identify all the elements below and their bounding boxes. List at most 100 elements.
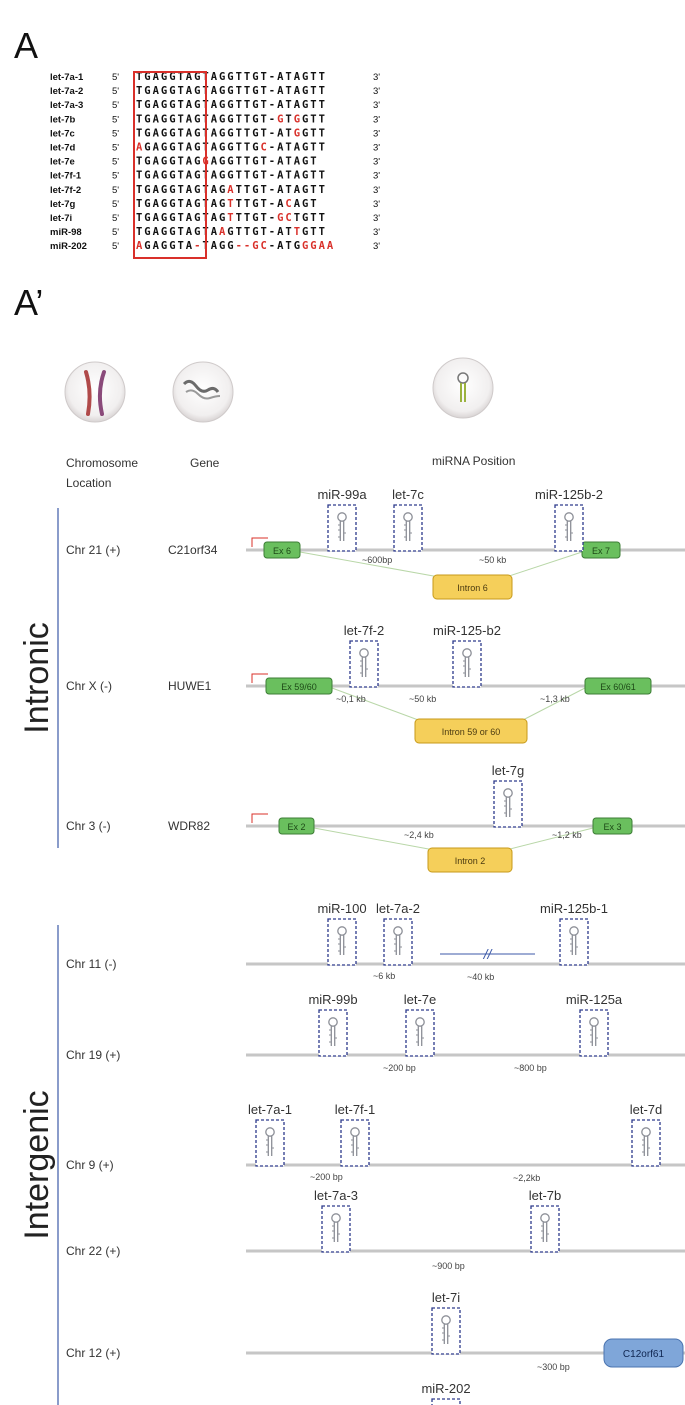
mirna-label: miR-125-b2 — [433, 623, 501, 638]
three-prime-end: 3' — [373, 100, 380, 111]
mirna-label: let-7d — [630, 1102, 663, 1117]
intron-connector — [520, 687, 586, 722]
mirna-locus: let-7f-2 — [344, 623, 384, 688]
mirna-label: miR-100 — [317, 901, 366, 916]
mirna-label: let-7b — [529, 1188, 562, 1203]
mirna-locus: miR-100 — [317, 901, 367, 966]
mirna-label: let-7f-2 — [344, 623, 384, 638]
exon-label: Ex 7 — [592, 546, 610, 556]
three-prime-end: 3' — [373, 143, 380, 154]
neighbor-gene-label: C12orf61 — [623, 1349, 665, 1360]
mirna-name: let-7b — [50, 114, 76, 125]
header-gene: Gene — [190, 456, 220, 470]
five-prime-end: 5' — [112, 143, 119, 154]
distance-label: ~900 bp — [432, 1261, 465, 1271]
exon-box: Ex 60/61 — [584, 677, 652, 695]
distance-label: ~50 kb — [409, 694, 436, 704]
mirna-label: let-7a-2 — [376, 901, 420, 916]
mirna-name: let-7a-3 — [50, 100, 83, 111]
mirna-locus: miR-99a — [317, 487, 367, 552]
mirna-name: miR-98 — [50, 227, 82, 238]
exon-label: Ex 60/61 — [600, 682, 636, 692]
seed-region-box — [133, 71, 207, 259]
mirna-label: let-7e — [404, 992, 437, 1007]
exon-box: Ex 2 — [278, 817, 315, 835]
intron-connector — [331, 687, 422, 722]
gene-name: C21orf34 — [168, 543, 218, 557]
gene-icon — [172, 361, 234, 423]
mirna-name: let-7f-1 — [50, 171, 82, 182]
distance-label: ~200 bp — [383, 1063, 416, 1073]
three-prime-end: 3' — [373, 241, 380, 252]
exon-label: Ex 59/60 — [281, 682, 317, 692]
distance-label: ~1,3 kb — [540, 694, 570, 704]
distance-label: ~600bp — [362, 555, 392, 565]
five-prime-end: 5' — [112, 171, 119, 182]
mirna-locus: miR-125b-2 — [535, 487, 603, 552]
distance-label: ~6 kb — [373, 971, 395, 981]
five-prime-end: 5' — [112, 157, 119, 168]
mirna-name: miR-202 — [50, 241, 87, 252]
distance-label: ~1,2 kb — [552, 830, 582, 840]
three-prime-end: 3' — [373, 199, 380, 210]
mirna-name: let-7g — [50, 199, 76, 210]
chromosome-label: Chr 3 (-) — [66, 819, 111, 833]
mirna-hairpin-icon — [432, 357, 494, 419]
exon-label: Ex 2 — [287, 822, 305, 832]
mirna-label: miR-125b-2 — [535, 487, 603, 502]
mirna-locus: let-7i — [431, 1290, 461, 1355]
three-prime-end: 3' — [373, 72, 380, 83]
chromosome-label: Chr 9 (+) — [66, 1158, 114, 1172]
mirna-label: let-7c — [392, 487, 424, 502]
intron-box: Intron 59 or 60 — [414, 718, 528, 744]
intron-label: Intron 59 or 60 — [442, 727, 501, 737]
group-label-intronic: Intronic — [18, 622, 56, 734]
mirna-locus: miR-202 — [421, 1381, 471, 1405]
mirna-locus: miR-99b — [308, 992, 358, 1057]
mirna-label: miR-99b — [308, 992, 357, 1007]
mirna-label: let-7f-1 — [335, 1102, 375, 1117]
mirna-name: let-7c — [50, 128, 75, 139]
intron-label: Intron 2 — [455, 856, 486, 866]
chromosome-label: Chr 19 (+) — [66, 1048, 120, 1062]
three-prime-end: 3' — [373, 128, 380, 139]
mirna-label: let-7i — [432, 1290, 460, 1305]
intron-connector — [299, 551, 440, 578]
gene-name: HUWE1 — [168, 679, 212, 693]
five-prime-end: 5' — [112, 114, 119, 125]
five-prime-end: 5' — [112, 185, 119, 196]
five-prime-end: 5' — [112, 100, 119, 111]
chromosome-label: Chr 21 (+) — [66, 543, 120, 557]
mirna-label: miR-125a — [566, 992, 623, 1007]
panel-a-label: A — [14, 25, 38, 66]
mirna-name: let-7i — [50, 213, 72, 224]
mirna-locus: let-7c — [392, 487, 424, 552]
mirna-locus: let-7g — [492, 763, 524, 828]
exon-box: Ex 3 — [592, 817, 633, 835]
header-mirna-position: miRNA Position — [432, 454, 515, 468]
five-prime-end: 5' — [112, 199, 119, 210]
exon-label: Ex 6 — [273, 546, 291, 556]
chromosome-label: Chr 11 (-) — [66, 957, 116, 971]
five-prime-end: 5' — [112, 241, 119, 252]
